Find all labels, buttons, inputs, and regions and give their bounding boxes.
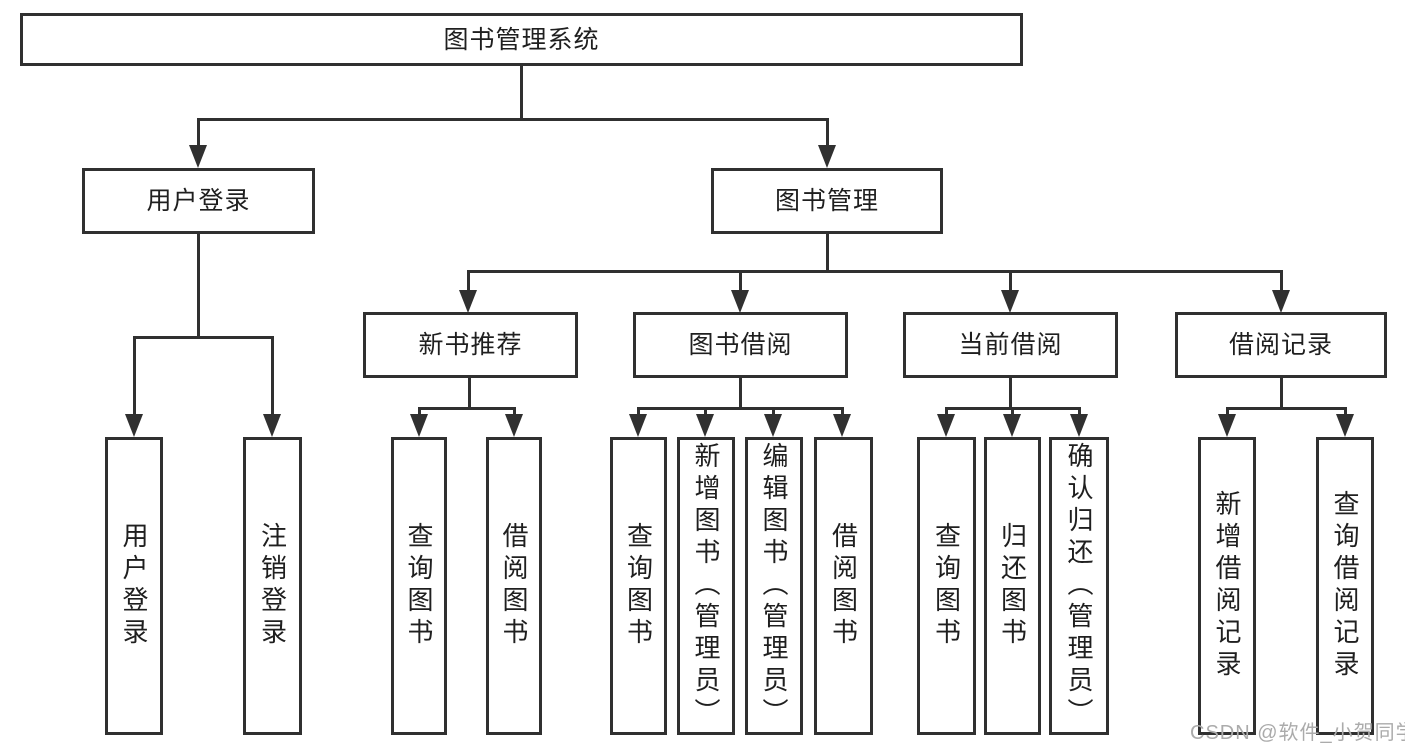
connector-stub — [637, 407, 640, 419]
node-nbr-borrow-books: 借阅图书 — [486, 437, 542, 735]
arrow-down-icon — [189, 145, 207, 168]
connector-mgmt-bar — [467, 270, 1283, 273]
arrow-down-icon — [125, 414, 143, 437]
node-book-borrow: 图书借阅 — [633, 312, 848, 378]
connector-stub — [513, 407, 516, 419]
node-br-add-record: 新增借阅记录 — [1198, 437, 1256, 735]
arrow-down-icon — [818, 145, 836, 168]
arrow-down-icon — [1003, 414, 1021, 437]
node-cb-confirm-return: 确认归还（管理员） — [1049, 437, 1109, 735]
connector-root-bar — [197, 118, 829, 121]
connector-stub — [1009, 270, 1012, 294]
connector-stub — [1078, 407, 1081, 419]
arrow-down-icon — [1218, 414, 1236, 437]
connector-stub — [1226, 407, 1229, 419]
arrow-down-icon — [696, 414, 714, 437]
node-book-mgmt: 图书管理 — [711, 168, 943, 234]
connector-stub — [197, 118, 200, 148]
connector-bar — [1226, 407, 1347, 410]
connector-stub — [271, 336, 274, 418]
connector-stub — [772, 407, 775, 419]
connector-stub — [133, 336, 136, 418]
arrow-down-icon — [1001, 290, 1019, 313]
node-cb-query-books: 查询图书 — [917, 437, 976, 735]
connector-stub — [1011, 407, 1014, 419]
connector-stub — [467, 270, 470, 294]
node-nbr-query-books: 查询图书 — [391, 437, 447, 735]
node-bb-query-books: 查询图书 — [610, 437, 667, 735]
connector-stub — [1280, 270, 1283, 294]
connector-login-bar — [133, 336, 274, 339]
connector-stub — [841, 407, 844, 419]
node-br-query-record: 查询借阅记录 — [1316, 437, 1374, 735]
node-bb-add-books: 新增图书（管理员） — [677, 437, 735, 735]
connector-stub — [704, 407, 707, 419]
arrow-down-icon — [629, 414, 647, 437]
arrow-down-icon — [731, 290, 749, 313]
connector-stub — [739, 270, 742, 294]
connector-mgmt-stem — [826, 232, 829, 273]
csdn-watermark: CSDN @软件_小贺同学 — [1190, 722, 1405, 744]
arrow-down-icon — [505, 414, 523, 437]
arrow-down-icon — [833, 414, 851, 437]
arrow-down-icon — [1336, 414, 1354, 437]
node-borrow-records: 借阅记录 — [1175, 312, 1387, 378]
connector-stem — [468, 376, 471, 410]
connector-stub — [826, 118, 829, 148]
arrow-down-icon — [459, 290, 477, 313]
arrow-down-icon — [937, 414, 955, 437]
connector-stem — [1009, 376, 1012, 410]
connector-stub — [945, 407, 948, 419]
arrow-down-icon — [764, 414, 782, 437]
connector-root-stem — [520, 64, 523, 121]
connector-stem — [739, 376, 742, 410]
connector-login-stem — [197, 232, 200, 339]
node-bb-borrow-books: 借阅图书 — [814, 437, 873, 735]
node-bb-edit-books: 编辑图书（管理员） — [745, 437, 803, 735]
arrow-down-icon — [1070, 414, 1088, 437]
node-cb-return-books: 归还图书 — [984, 437, 1041, 735]
connector-stub — [1344, 407, 1347, 419]
node-current-borrow: 当前借阅 — [903, 312, 1118, 378]
arrow-down-icon — [263, 414, 281, 437]
node-user-login-group: 用户登录 — [82, 168, 315, 234]
connector-stem — [1280, 376, 1283, 410]
connector-stub — [418, 407, 421, 419]
node-new-book-rec: 新书推荐 — [363, 312, 578, 378]
node-logout-login: 注销登录 — [243, 437, 302, 735]
connector-bar — [418, 407, 516, 410]
connector-bar — [637, 407, 844, 410]
arrow-down-icon — [410, 414, 428, 437]
arrow-down-icon — [1272, 290, 1290, 313]
node-root: 图书管理系统 — [20, 13, 1023, 66]
node-user-login: 用户登录 — [105, 437, 163, 735]
